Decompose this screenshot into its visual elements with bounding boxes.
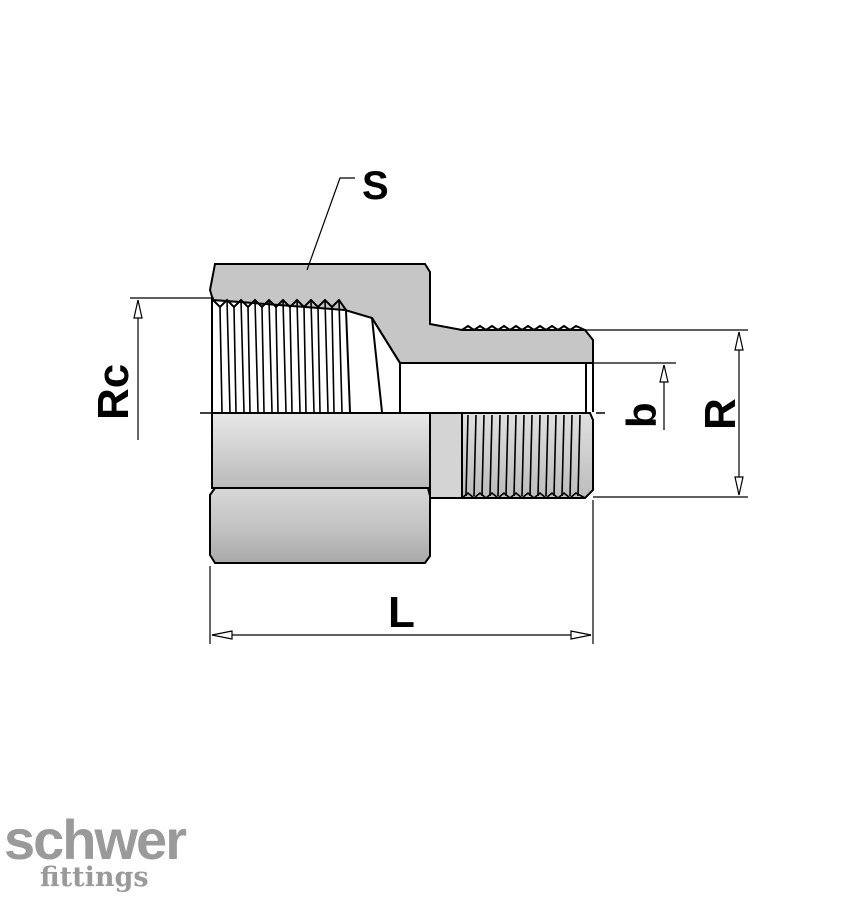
hex-flat-lower bbox=[209, 487, 431, 564]
neck bbox=[429, 412, 463, 499]
female-thread-lines bbox=[219, 299, 343, 413]
label-l: L bbox=[388, 588, 415, 637]
male-thread-lines bbox=[465, 414, 581, 497]
label-b: b bbox=[618, 402, 665, 428]
dimensions bbox=[130, 177, 748, 644]
female-thread-profile bbox=[212, 298, 347, 311]
brand-sub: fittings bbox=[40, 862, 149, 893]
section-view bbox=[208, 263, 594, 413]
exterior-view bbox=[209, 412, 594, 564]
male-thread-profile-top bbox=[461, 324, 586, 332]
brand-logo: schwer fittings bbox=[4, 808, 187, 893]
brand-name: schwer bbox=[4, 808, 187, 871]
label-rc: Rc bbox=[89, 364, 138, 420]
section-body bbox=[208, 263, 594, 364]
body-flat-upper bbox=[211, 412, 431, 489]
label-r: R bbox=[696, 398, 745, 430]
s-leader bbox=[306, 177, 355, 271]
label-s: S bbox=[362, 164, 389, 208]
